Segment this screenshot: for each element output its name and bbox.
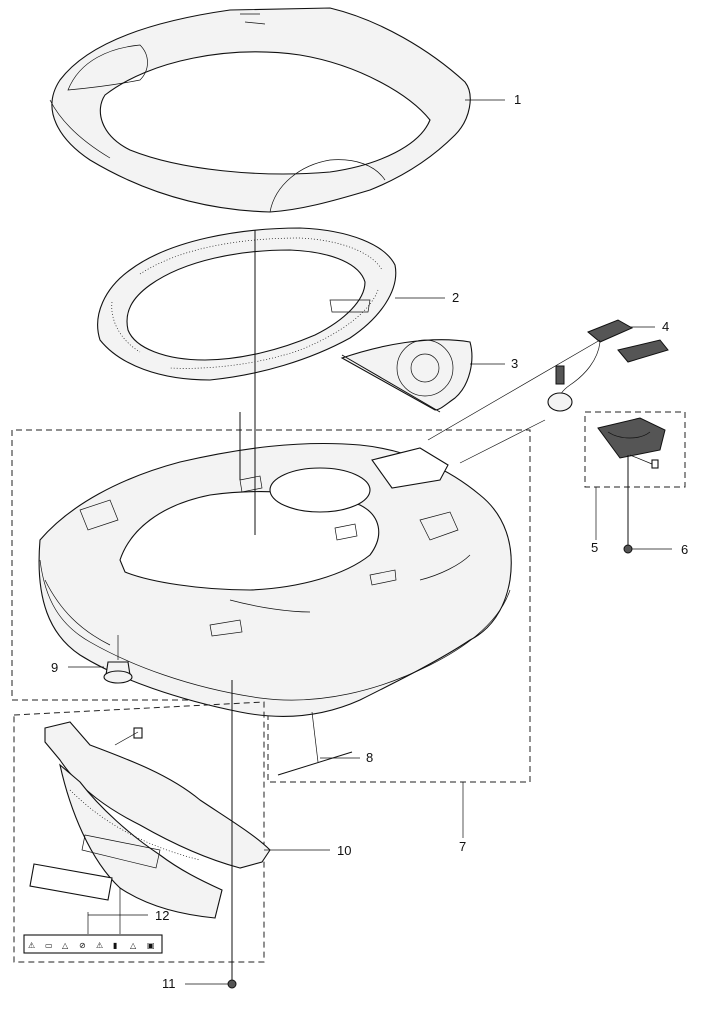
screw-11-part: [227, 680, 237, 989]
rod-part: [277, 711, 353, 776]
foot-hazard-icon: ▮: [113, 941, 117, 950]
perforated-ring-part: [97, 227, 397, 381]
callout-5: 5: [591, 540, 598, 555]
callout-11: 11: [162, 976, 176, 991]
warning-triangle-icon: ⚠: [96, 941, 103, 950]
manual-book-icon: ▭: [45, 941, 53, 950]
no-ride-icon: ▣: [147, 941, 155, 950]
callout-10: 10: [337, 843, 351, 858]
callout-3: 3: [511, 356, 518, 371]
blade-hazard-icon: △: [130, 941, 137, 950]
front-bumper-part: [44, 721, 271, 919]
callout-8: 8: [366, 750, 373, 765]
callout-9: 9: [51, 660, 58, 675]
blade-hazard-icon: △: [62, 941, 69, 950]
callout-1: 1: [514, 92, 521, 107]
callout-leaders: [68, 99, 672, 985]
decal-strip-part: [29, 863, 121, 934]
hand-hazard-icon: ⊘: [79, 941, 86, 950]
connector-clip-part: [547, 319, 669, 412]
callout-7: 7: [459, 839, 466, 854]
knob-part: [103, 635, 133, 684]
bumper-assembly-box: [13, 701, 265, 963]
bracket-assembly-box: [584, 411, 686, 488]
bracket-part: [597, 417, 666, 469]
circular-plate-part: [340, 339, 473, 413]
screw-6-part: [623, 455, 633, 554]
top-cover-part: [49, 7, 471, 213]
warning-triangle-icon: ⚠: [28, 941, 35, 950]
callout-12: 12: [155, 908, 169, 923]
leader-5-upper: [459, 419, 546, 464]
chassis-body-part: [38, 230, 512, 717]
warning-sticker: ⚠ ▭ △ ⊘ ⚠ ▮ △ ▣: [23, 934, 163, 954]
callout-6: 6: [681, 542, 688, 557]
chassis-assembly-box: [11, 429, 531, 783]
callout-4: 4: [662, 319, 669, 334]
leader-4: [427, 339, 601, 441]
callout-2: 2: [452, 290, 459, 305]
